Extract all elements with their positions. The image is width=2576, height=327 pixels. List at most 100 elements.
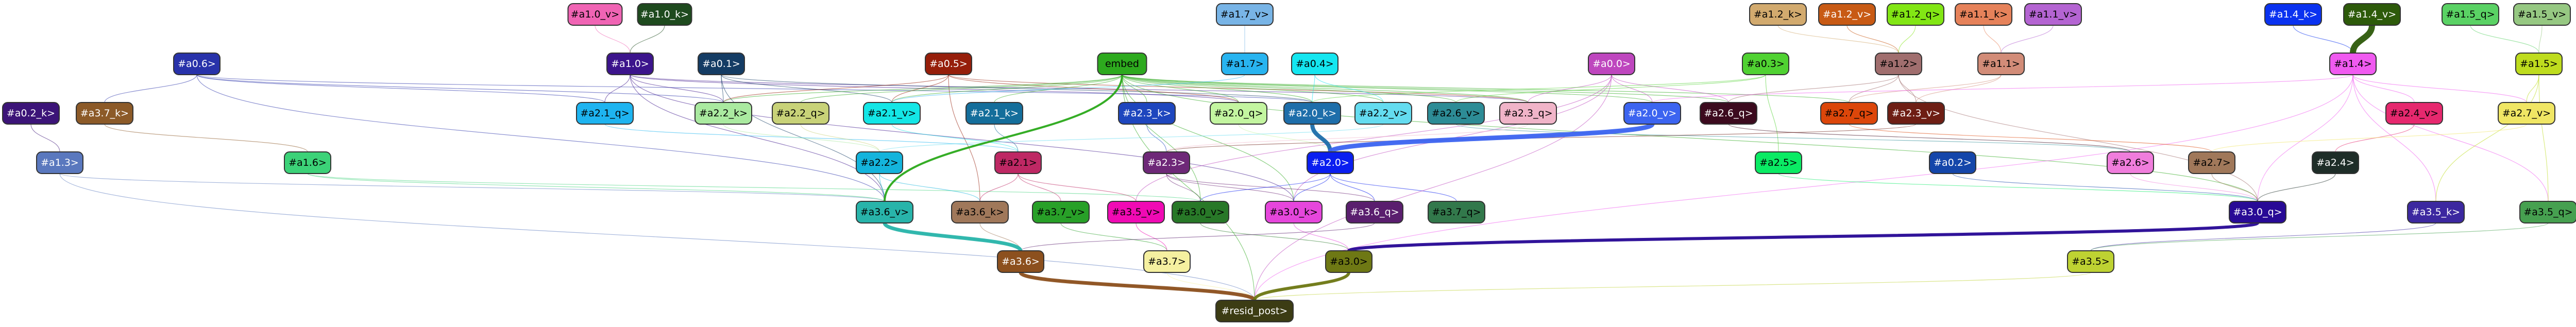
node-a2-7[interactable]: #a2.7> <box>2188 151 2235 174</box>
edge-a0.4-to-a2.0_k <box>1312 74 1315 103</box>
node-a2-1[interactable]: #a2.1> <box>994 151 1042 174</box>
node-a2-6-v[interactable]: #a2.6_v> <box>1427 102 1485 125</box>
node-a2-1-q[interactable]: #a2.1_q> <box>576 102 634 125</box>
node-a2-5[interactable]: #a2.5> <box>1755 151 1802 174</box>
node-label: #a2.1_q> <box>580 108 629 119</box>
node-a2-6[interactable]: #a2.6> <box>2107 151 2154 174</box>
edge-a1.1-to-a2.7_q <box>1849 74 2002 103</box>
node-a2-0[interactable]: #a2.0> <box>1307 151 1354 174</box>
node-embed[interactable]: embed <box>1097 53 1147 75</box>
node-a3-0-k[interactable]: #a3.0_k> <box>1265 201 1323 223</box>
node-a2-3-q[interactable]: #a2.3_q> <box>1499 102 1557 125</box>
node-a1-2[interactable]: #a1.2> <box>1875 53 1922 75</box>
node-a1-1-v[interactable]: #a1.1_v> <box>2024 3 2082 26</box>
node-a3-7-k[interactable]: #a3.7_k> <box>76 102 133 125</box>
node-a1-7-v[interactable]: #a1.7_v> <box>1216 3 1274 26</box>
node-a0-2[interactable]: #a0.2> <box>1929 151 1976 174</box>
node-a1-1-k[interactable]: #a1.1_k> <box>1955 3 2012 26</box>
edge-embed-to-a2.2_k <box>723 74 1123 103</box>
node-a2-2[interactable]: #a2.2> <box>856 151 903 174</box>
node-a3-5-q[interactable]: #a3.5_q> <box>2519 201 2576 223</box>
edge-a0.2_k-to-a1.3 <box>30 124 60 152</box>
node-a3-5[interactable]: #a3.5> <box>2067 250 2114 273</box>
node-a2-7-v[interactable]: #a2.7_v> <box>2498 102 2555 125</box>
edge-a0.1-to-a2.1_v <box>721 74 892 103</box>
node-a1-4[interactable]: #a1.4> <box>2329 53 2377 75</box>
node-a3-7-v[interactable]: #a3.7_v> <box>1032 201 1090 223</box>
node-a1-5-q[interactable]: #a1.5_q> <box>2442 3 2499 26</box>
edge-a2.0-to-a3.7_q <box>1330 173 1457 202</box>
node-box <box>1221 53 1268 75</box>
node-a0-2-k[interactable]: #a0.2_k> <box>2 102 60 125</box>
node-a2-0-q[interactable]: #a2.0_q> <box>1210 102 1267 125</box>
graph-nodes: #a1.0_v> #a1.0_k> #a1.7_v> #a1.2_k> #a1.2_v>… <box>2 3 2576 322</box>
node-a2-1-v[interactable]: #a2.1_v> <box>863 102 921 125</box>
node-a3-7-q[interactable]: #a3.7_q> <box>1428 201 1485 223</box>
edge-a1.4-to-a2.4_v <box>2352 74 2415 103</box>
strong-edge-a3.6_v-to-a3.6 <box>883 222 1023 252</box>
node-box <box>2067 250 2114 273</box>
edge-embed-to-a2.2_q <box>800 74 1123 103</box>
node-a1-0-k[interactable]: #a1.0_k> <box>637 3 692 26</box>
node-label: #a1.2> <box>1879 58 1918 70</box>
node-a0-3[interactable]: #a0.3> <box>1742 53 1789 75</box>
node-a3-6-v[interactable]: #a3.6_v> <box>856 201 913 223</box>
node-label: #a3.0_q> <box>2233 206 2282 218</box>
node-label: #a2.3_k> <box>1123 108 1171 119</box>
node-a0-4[interactable]: #a0.4> <box>1291 53 1338 75</box>
node-a1-4-k[interactable]: #a1.4_k> <box>2264 3 2322 26</box>
node-a2-6-q[interactable]: #a2.6_q> <box>1700 102 1757 125</box>
node-a3-0-q[interactable]: #a3.0_q> <box>2229 201 2286 223</box>
node-a3-6[interactable]: #a3.6> <box>997 250 1044 273</box>
node-a1-7[interactable]: #a1.7> <box>1221 53 1268 75</box>
node-label: #a1.2_q> <box>1891 9 1940 20</box>
node-a1-2-v[interactable]: #a1.2_v> <box>1818 3 1876 26</box>
node-resid-post[interactable]: #resid_post> <box>1215 300 1294 322</box>
node-a1-0[interactable]: #a1.0> <box>606 53 654 75</box>
node-box <box>567 3 623 26</box>
node-box <box>1307 151 1354 174</box>
node-a2-2-k[interactable]: #a2.2_k> <box>694 102 752 125</box>
node-label: #a3.6> <box>1002 256 1040 267</box>
node-a2-3[interactable]: #a2.3> <box>1143 151 1190 174</box>
node-a3-7[interactable]: #a3.7> <box>1143 250 1191 273</box>
node-a1-5[interactable]: #a1.5> <box>2515 53 2563 75</box>
strong-edge-a3.0_q-to-a3.0 <box>1347 221 2259 252</box>
node-a1-1[interactable]: #a1.1> <box>1977 53 2025 75</box>
node-a2-3-v[interactable]: #a2.3_v> <box>1887 102 1945 125</box>
edge-embed-to-a3.0_v <box>1122 74 1201 202</box>
node-label: #a3.5_q> <box>2523 206 2572 218</box>
node-a0-5[interactable]: #a0.5> <box>925 53 972 75</box>
node-a1-2-q[interactable]: #a1.2_q> <box>1887 3 1944 26</box>
node-a2-2-q[interactable]: #a2.2_q> <box>772 102 829 125</box>
edge-a1.2-to-a2.7_q <box>1849 74 1899 103</box>
node-a1-0-v[interactable]: #a1.0_v> <box>567 3 623 26</box>
node-a0-6[interactable]: #a0.6> <box>173 53 221 75</box>
node-box <box>1700 102 1757 125</box>
node-a1-6[interactable]: #a1.6> <box>284 151 331 174</box>
node-a1-2-k[interactable]: #a1.2_k> <box>1749 3 1807 26</box>
node-a1-3[interactable]: #a1.3> <box>36 151 83 174</box>
node-a1-5-v[interactable]: #a1.5_v> <box>2513 3 2571 26</box>
edge-a0.0-to-a2.0_v <box>1611 74 1653 103</box>
node-a2-3-k[interactable]: #a2.3_k> <box>1118 102 1176 125</box>
node-a2-2-v[interactable]: #a2.2_v> <box>1354 102 1412 125</box>
node-a2-0-v[interactable]: #a2.0_v> <box>1623 102 1681 125</box>
node-a2-4-v[interactable]: #a2.4_v> <box>2385 102 2443 125</box>
node-a3-0-v[interactable]: #a3.0_v> <box>1172 201 1229 223</box>
node-a2-7-q[interactable]: #a2.7_q> <box>1820 102 1878 125</box>
node-label: #a1.1_v> <box>2029 9 2077 20</box>
node-a2-4[interactable]: #a2.4> <box>2312 151 2359 174</box>
node-a3-5-v[interactable]: #a3.5_v> <box>1107 201 1165 223</box>
edge-a0.6-to-a2.1_q <box>196 74 605 103</box>
node-a1-4-v[interactable]: #a1.4_v> <box>2343 3 2401 26</box>
node-a3-5-k[interactable]: #a3.5_k> <box>2407 201 2465 223</box>
node-a3-6-q[interactable]: #a3.6_q> <box>1346 201 1403 223</box>
node-a2-1-k[interactable]: #a2.1_k> <box>965 102 1023 125</box>
node-a0-1[interactable]: #a0.1> <box>698 53 745 75</box>
node-a3-6-k[interactable]: #a3.6_k> <box>951 201 1009 223</box>
node-a3-0[interactable]: #a3.0> <box>1325 250 1372 273</box>
node-label: #a1.7> <box>1226 58 1264 70</box>
node-a0-0[interactable]: #a0.0> <box>1588 53 1635 75</box>
node-a2-0-k[interactable]: #a2.0_k> <box>1283 102 1341 125</box>
